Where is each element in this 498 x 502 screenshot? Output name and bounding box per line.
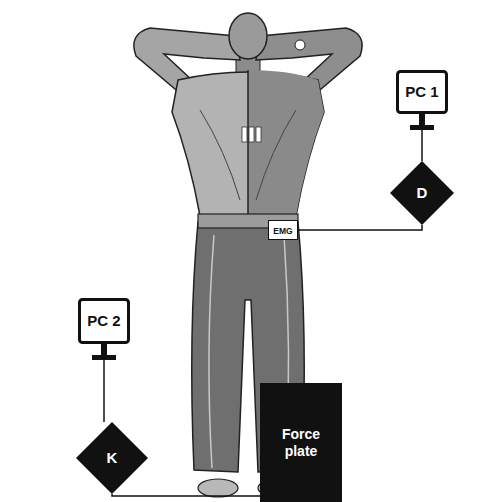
node-label: K bbox=[107, 449, 118, 467]
device-diamond: D bbox=[390, 161, 454, 225]
head bbox=[229, 13, 267, 59]
monitor-neck bbox=[419, 114, 425, 125]
monitor-base bbox=[92, 355, 116, 360]
connector-line bbox=[112, 494, 260, 496]
electrode bbox=[256, 127, 261, 142]
text-wrap: D bbox=[390, 161, 454, 225]
node-label: Force plate bbox=[273, 426, 329, 460]
diamond-shape bbox=[390, 161, 454, 225]
diamond-shape bbox=[76, 422, 148, 494]
electrode bbox=[242, 127, 247, 142]
node-label: EMG bbox=[273, 226, 292, 236]
left-foot bbox=[198, 479, 238, 497]
wrist-marker bbox=[295, 40, 305, 50]
muscle-lines bbox=[200, 110, 296, 200]
torso-shade bbox=[248, 70, 324, 216]
emg-sensor: EMG bbox=[268, 220, 298, 240]
spine-line bbox=[247, 70, 249, 216]
monitor-neck bbox=[101, 344, 107, 355]
text-wrap: PC 1 bbox=[396, 70, 448, 114]
node-label: PC 1 bbox=[405, 83, 438, 101]
monitor-base bbox=[410, 125, 434, 130]
device-diamond: K bbox=[76, 422, 148, 494]
monitor-screen bbox=[80, 300, 129, 343]
text-wrap: EMG bbox=[269, 221, 297, 241]
node-label: D bbox=[417, 184, 428, 202]
text-wrap: K bbox=[76, 422, 148, 494]
monitor-screen bbox=[398, 72, 447, 113]
electrode bbox=[249, 127, 254, 142]
connector-line bbox=[103, 360, 105, 422]
computer-monitor: PC 1 bbox=[396, 70, 448, 130]
connector-line bbox=[298, 225, 422, 230]
connector-line bbox=[421, 130, 423, 161]
text-wrap: PC 2 bbox=[78, 298, 130, 344]
computer-monitor: PC 2 bbox=[78, 298, 130, 360]
text-wrap: Force plate bbox=[260, 383, 342, 502]
node-label: PC 2 bbox=[87, 312, 120, 330]
force-plate: Force plate bbox=[260, 383, 342, 502]
